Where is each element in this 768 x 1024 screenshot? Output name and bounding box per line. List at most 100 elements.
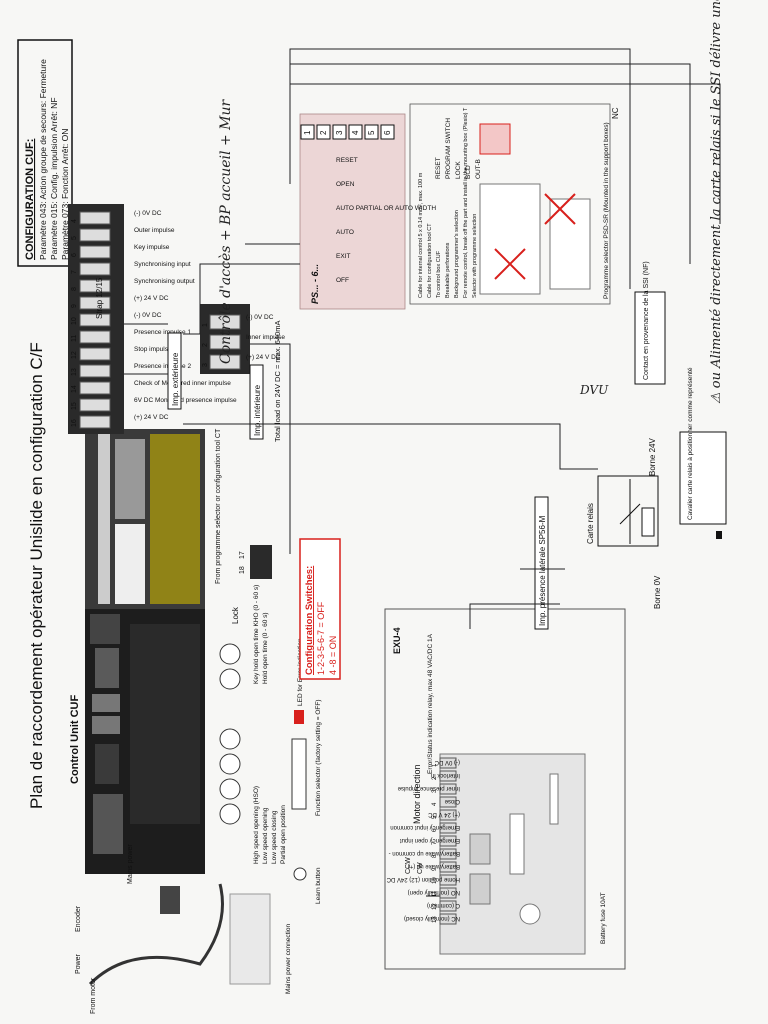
borne-24v-label: Borne 24V xyxy=(648,438,657,476)
exu-terminal-label: C (common) xyxy=(427,902,460,908)
terminal-14 xyxy=(79,381,111,395)
terminal-num: 2 xyxy=(202,343,209,347)
exu-terminal-num: 10 xyxy=(432,877,438,884)
ps-num-box xyxy=(300,124,315,140)
terminal-strip-inner xyxy=(209,314,241,370)
borne-0v-label: Borne 0V xyxy=(653,575,662,609)
function-selector-label: Function selector (factory setting = OFF… xyxy=(315,700,322,817)
exu-terminal-num: 3 xyxy=(432,789,438,793)
exu-terminals xyxy=(439,757,457,925)
exu-terminal-num: 4 xyxy=(432,802,438,806)
psd-note: For remote control, break off the part a… xyxy=(463,107,469,298)
terminal-9 xyxy=(79,296,111,310)
lock-term-18: 18 xyxy=(239,566,246,574)
terminal-6 xyxy=(79,245,111,259)
speed-label-4: Partial open position xyxy=(280,805,287,864)
speed-knobs xyxy=(219,643,241,825)
ps-switch-label: OPEN xyxy=(336,181,355,188)
psd-note: Selector with programme selection xyxy=(472,214,478,298)
psd-term-label: BCD xyxy=(465,165,472,179)
exu-terminal-num: 2 xyxy=(432,776,438,780)
terminal-num: 8 xyxy=(71,287,78,291)
terminal-label: Inner impulse xyxy=(246,334,285,341)
exu-terminal-label: NO (normally open) xyxy=(408,889,460,895)
terminal-num: 10 xyxy=(71,317,78,325)
ps-num: 2 xyxy=(319,130,328,135)
exu-terminal-label: Close xyxy=(444,798,460,804)
exu-terminal-num: 6 xyxy=(432,828,438,832)
terminal-num: 11 xyxy=(71,335,78,342)
psd-term-label: OUT-B xyxy=(475,159,482,179)
psd-note: To control box CUF xyxy=(436,250,442,298)
contact-ssi-label: Contact en provenance de la SSI (NF) xyxy=(643,261,650,380)
imp-presence-label: Imp. présence latérale SP56-M xyxy=(538,515,547,626)
terminal-label: (-) 0V DC xyxy=(134,312,162,319)
ps-num: 5 xyxy=(367,130,376,135)
exu-terminal-13 xyxy=(439,913,457,925)
hold-open-label: Hold open time (0 - 60 s) xyxy=(262,612,269,684)
terminal-label: Stop impulse xyxy=(134,346,172,353)
terminal-num: 13 xyxy=(71,368,78,376)
exu-terminal-label: Home position (12) 24V DC xyxy=(386,876,460,882)
exu-terminal-7 xyxy=(439,835,457,847)
exu-terminal-label: (+) 24 V DC xyxy=(427,811,460,817)
ps-num: 3 xyxy=(335,130,344,135)
psd-term-label: PROGRAM SWITCH xyxy=(445,118,452,179)
terminal-3 xyxy=(209,354,241,370)
terminal-10 xyxy=(79,313,111,327)
learn-button-label: Learn button xyxy=(315,867,322,904)
config-line-2: Paramètre 015: Config. impulsion Arrêt: … xyxy=(49,97,59,260)
imp-interieure-label: Imp. intérieure xyxy=(253,384,262,436)
handwritten-access-control: Contrôle d'accès + BP accueil + Mur xyxy=(218,99,234,364)
terminal-label: Synchronising input xyxy=(134,261,191,268)
terminal-11 xyxy=(79,330,111,344)
config-box: CONFIGURATION CUF: Paramètre 043: Action… xyxy=(17,39,73,267)
from-motor-label: From motor xyxy=(90,977,97,1014)
ps-num-box xyxy=(348,124,363,140)
terminal-label: (-) 0V DC xyxy=(134,210,162,217)
exu-terminal-label: NC (normally closed) xyxy=(404,915,460,921)
total-load-note: Total load on 24V DC = max. 640mA xyxy=(273,320,282,442)
ps-num-box xyxy=(332,124,347,140)
relay-label: Error/Status indication relay, max 48 VA… xyxy=(427,633,434,774)
terminal-label: Presence impulse 1 xyxy=(134,329,191,336)
speed-label-2: Low speed opening xyxy=(262,807,269,864)
terminal-12 xyxy=(79,347,111,361)
config-heading: CONFIGURATION CUF: xyxy=(24,139,36,260)
from-label: From programme selector or configuration… xyxy=(215,428,222,584)
key-hold-label: Key hold open time KHO (0 - 60 s) xyxy=(253,585,260,684)
lock-label: Lock xyxy=(231,606,240,624)
terminal-1 xyxy=(209,314,241,330)
control-unit-label: Control Unit CUF xyxy=(69,695,81,784)
terminal-16 xyxy=(79,415,111,429)
ps-switch-label: RESET xyxy=(336,157,358,164)
ps-num-box xyxy=(316,124,331,140)
control-unit: Control Unit CUF xyxy=(68,204,250,874)
exu-terminal-11 xyxy=(439,887,457,899)
ps-label: PS... - 6... xyxy=(310,264,320,304)
mains-power-label: Mains power xyxy=(127,844,134,884)
nc-label: NC xyxy=(611,107,620,119)
exu-label: EXU-4 xyxy=(392,627,402,654)
terminal-num: 5 xyxy=(71,236,78,240)
contact-ssi-box: Contact en provenance de la SSI (NF) xyxy=(634,261,666,385)
imp-presence-box: Imp. présence latérale SP56-M xyxy=(534,496,549,630)
exu-terminal-num: 8 xyxy=(432,854,438,858)
exu-terminal-num: 5 xyxy=(432,815,438,819)
exu-terminal-label: Battery/wake up common - xyxy=(389,850,460,856)
exu-terminal-9 xyxy=(439,861,457,873)
psd-note: Background programmer's selection xyxy=(454,210,460,298)
imp-ext-box: Imp. extérieure xyxy=(167,332,182,410)
exu-terminal-label: (-) 0V DC xyxy=(434,759,460,765)
exu-terminal-num: 9 xyxy=(432,867,438,871)
ps-num: 1 xyxy=(303,130,312,135)
imp-int-box: Imp. intérieure xyxy=(249,364,264,440)
exu-terminal-label: Interlock in xyxy=(431,772,460,778)
terminal-label: (+) 24 V DC xyxy=(246,354,281,361)
terminal-label: (+) 24 V DC xyxy=(134,295,169,302)
terminal-7 xyxy=(79,262,111,276)
